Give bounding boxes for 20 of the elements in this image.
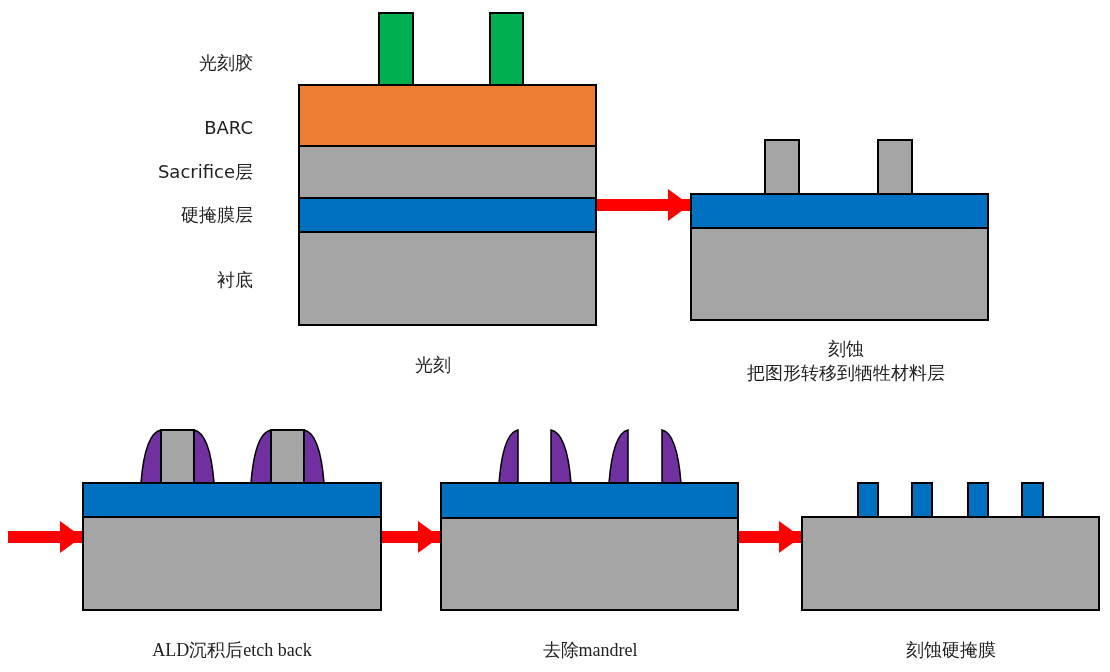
step-caption: 刻蚀硬掩膜 — [906, 639, 996, 662]
step-caption: ALD沉积后etch back — [152, 639, 312, 662]
layer-label: 衬底 — [217, 268, 253, 292]
cross-section-drawing — [801, 482, 1100, 611]
cross-section-drawing — [82, 429, 382, 611]
step-caption: 光刻 — [415, 353, 451, 377]
cross-section-drawing — [440, 429, 739, 611]
arrow — [382, 521, 440, 553]
step-caption: 去除mandrel — [542, 639, 638, 662]
layer-label: 硬掩膜层 — [181, 203, 253, 227]
arrow — [8, 521, 82, 553]
layer-label: Sacrifice层 — [157, 160, 253, 184]
layer-label: 光刻胶 — [199, 51, 253, 75]
cross-section-drawing — [298, 12, 597, 326]
step-caption: 把图形转移到牺牲材料层 — [747, 361, 945, 385]
cross-section-drawing — [690, 139, 989, 321]
layer-label: BARC — [204, 116, 253, 138]
arrow — [597, 189, 690, 221]
arrow — [739, 521, 801, 553]
step-caption: 刻蚀 — [828, 337, 864, 361]
